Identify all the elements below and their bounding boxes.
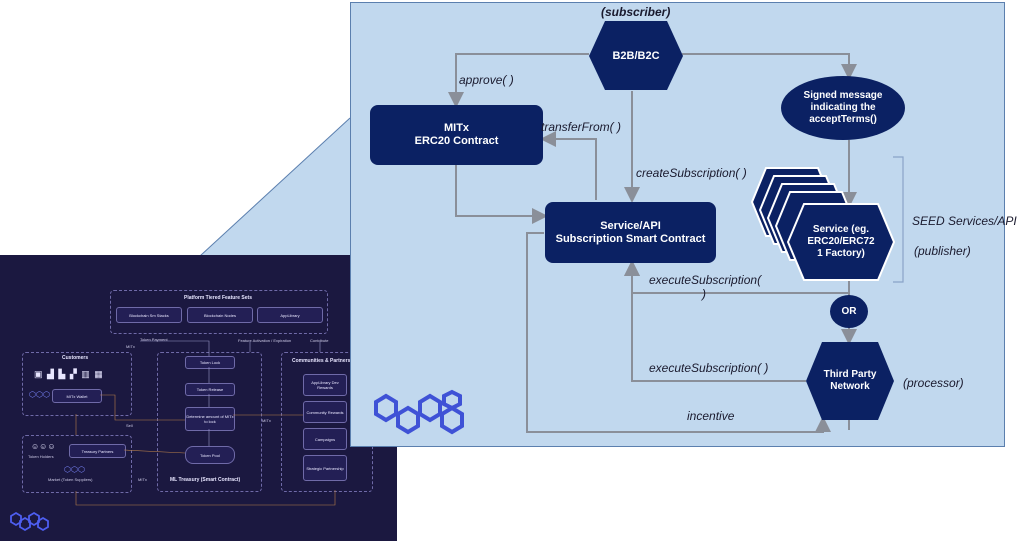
- seed-services-label: SEED Services/API: [912, 214, 1017, 228]
- community-rewards: Community Rewards: [303, 401, 347, 423]
- market-hex-icon: ⬡⬡⬡: [64, 465, 85, 474]
- feature-sets-title: Platform Tiered Feature Sets: [184, 295, 252, 301]
- execute-subscription-label-1b: ): [702, 287, 706, 301]
- third-party-hexagon: [806, 342, 894, 420]
- mitx-line1: MITx: [443, 122, 470, 134]
- token-holders-label: Token Holders: [28, 454, 54, 459]
- community-strategic: Strategic Partnership: [303, 455, 347, 481]
- approve-label: approve( ): [459, 73, 514, 87]
- third-party-label: Third Party Network: [804, 341, 896, 421]
- service-api-line1: Service/API: [600, 219, 661, 232]
- token-pool-cylinder: Token Pool: [185, 446, 235, 464]
- customer-icons: ▣ ▟ ▙ ▞ ▥ ▦: [34, 369, 104, 379]
- service-api-contract: Service/API Subscription Smart Contract: [545, 202, 716, 263]
- b2b-hexagon: [589, 21, 683, 90]
- subscriber-label: (subscriber): [601, 5, 671, 19]
- feature-applibrary: AppLibrary: [257, 307, 323, 323]
- signed-line1: Signed message: [803, 90, 883, 101]
- determine-amount-box: Determine amount of MITx to lock: [185, 407, 235, 431]
- service-eg-line3: 1 Factory): [817, 248, 865, 259]
- service-eg-line1: Service (eg.: [812, 224, 870, 235]
- mitx-wallet-box: MITx Wallet: [52, 389, 102, 403]
- feature-blockchain-stacks: Blockchain Sm Stacks: [116, 307, 182, 323]
- market-label: Market (Token Suppliers): [48, 477, 93, 482]
- token-release-box: Token Release: [185, 383, 235, 396]
- mitx-label-1: MITx: [126, 344, 135, 349]
- service-eg-label: Service (eg. ERC20/ERC72 1 Factory): [788, 204, 894, 280]
- third-party-line1: Third Party: [823, 369, 877, 380]
- community-campaigns: Campaigns: [303, 428, 347, 450]
- community-applibrary: AppLibrary Dev Rewards: [303, 374, 347, 396]
- mitx-label-3: MITx: [138, 477, 147, 482]
- signed-message-ellipse: Signed message indicating the acceptTerm…: [781, 76, 905, 140]
- execute-subscription-label-1a: executeSubscription(: [649, 273, 762, 287]
- incentive-label: incentive: [687, 409, 735, 423]
- mitx-erc20-contract: MITx ERC20 Contract: [370, 105, 543, 165]
- third-party-line2: Network: [830, 381, 870, 392]
- feature-sets-group: [110, 290, 328, 334]
- service-eg-line2: ERC20/ERC72: [807, 236, 875, 247]
- hexagon-logo-icon: [374, 389, 464, 435]
- publisher-label: (publisher): [914, 244, 971, 258]
- treasury-group: [157, 352, 262, 492]
- sell-label: Sell: [126, 423, 133, 428]
- or-circle: OR: [830, 295, 868, 328]
- contribute-label: Contribute: [310, 338, 329, 343]
- mitx-label-2: MITx: [262, 418, 271, 423]
- market-group: [22, 435, 132, 493]
- wallet-hex-icon: ⬡⬡⬡: [29, 390, 50, 399]
- thumbnail-connectors: [75, 340, 336, 506]
- token-lock-box: Token Lock: [185, 356, 235, 369]
- treasury-partners-box: Treasury Partners: [69, 444, 126, 458]
- feature-activation-label: Feature Activation / Expiration: [238, 338, 292, 343]
- customers-group: [22, 352, 132, 416]
- service-api-line2: Subscription Smart Contract: [555, 232, 706, 245]
- treasury-title: ML Treasury (Smart Contract): [170, 477, 241, 483]
- execute-subscription-label-2: executeSubscription( ): [649, 361, 769, 375]
- transfer-from-label: transferFrom( ): [541, 120, 622, 134]
- service-hexagon-stack: [750, 167, 896, 281]
- customers-title: Customers: [62, 355, 89, 361]
- b2b-label: B2B/B2C: [612, 49, 660, 62]
- signed-line3: acceptTerms(): [809, 114, 877, 125]
- hexagon-logo-icon: [10, 511, 49, 532]
- feature-blockchain-nodes: Blockchain Nodes: [187, 307, 253, 323]
- processor-label: (processor): [903, 376, 964, 390]
- token-payment-label: Token Payment: [140, 337, 168, 342]
- communities-title: Communities & Partners: [292, 358, 351, 364]
- create-subscription-label: createSubscription( ): [636, 166, 747, 180]
- mitx-line2: ERC20 Contract: [414, 135, 499, 147]
- treasury-overview-thumbnail: Platform Tiered Feature Sets Blockchain …: [0, 255, 397, 541]
- holders-icon: ☺☺☺: [31, 442, 56, 451]
- signed-line2: indicating the: [810, 102, 876, 113]
